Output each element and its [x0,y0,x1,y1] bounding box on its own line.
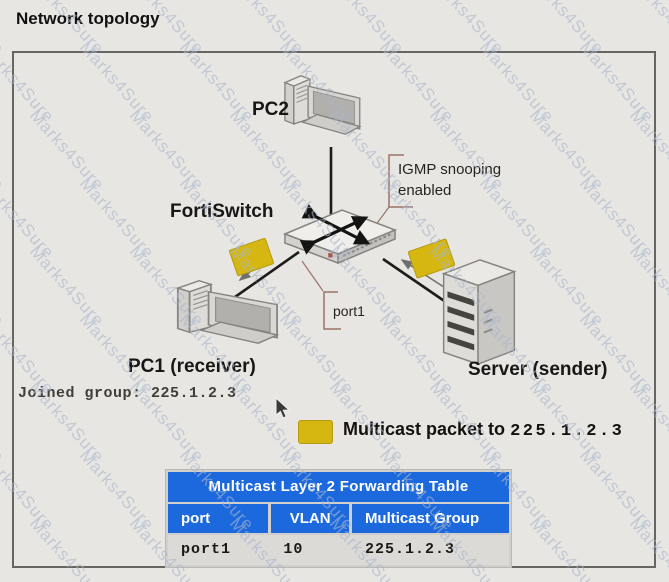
header-multicast-group: Multicast Group [351,504,509,533]
table-title: Multicast Layer 2 Forwarding Table [168,472,509,502]
igmp-note-line2: enabled [398,182,452,199]
multicast-packet-legend-swatch [298,420,333,444]
port1-label: port1 [333,303,365,319]
multicast-packet-legend-text: Multicast packet to 225.1.2.3 [343,419,624,441]
header-vlan: VLAN [271,504,349,533]
mouse-cursor-icon [275,397,291,419]
pc1-label: PC1 (receiver) [128,356,256,377]
page-title: Network topology [16,9,160,28]
table-row: port1 10 225.1.2.3 [168,535,509,565]
cell-vlan: 10 [283,541,304,558]
igmp-snooping-note: IGMP snooping enabled [398,159,501,201]
cell-port: port1 [181,541,232,558]
fortiswitch-label: FortiSwitch [170,201,274,222]
joined-group-text: Joined group: 225.1.2.3 [18,385,237,402]
table-header-row: port VLAN Multicast Group [168,504,509,533]
legend-label: Multicast packet to [343,419,506,439]
pc2-label: PC2 [252,99,289,120]
server-label: Server (sender) [468,359,608,380]
fortiswitch-icon [281,202,399,270]
igmp-note-line1: IGMP snooping [398,161,502,178]
legend-group-address: 225.1.2.3 [510,422,625,441]
server-icon [436,252,522,370]
pc2-computer-icon [276,62,374,148]
cell-multicast-group: 225.1.2.3 [364,541,455,558]
pc1-computer-icon [166,266,296,358]
header-port: port [168,504,269,533]
multicast-forwarding-table: Multicast Layer 2 Forwarding Table port … [165,469,512,568]
